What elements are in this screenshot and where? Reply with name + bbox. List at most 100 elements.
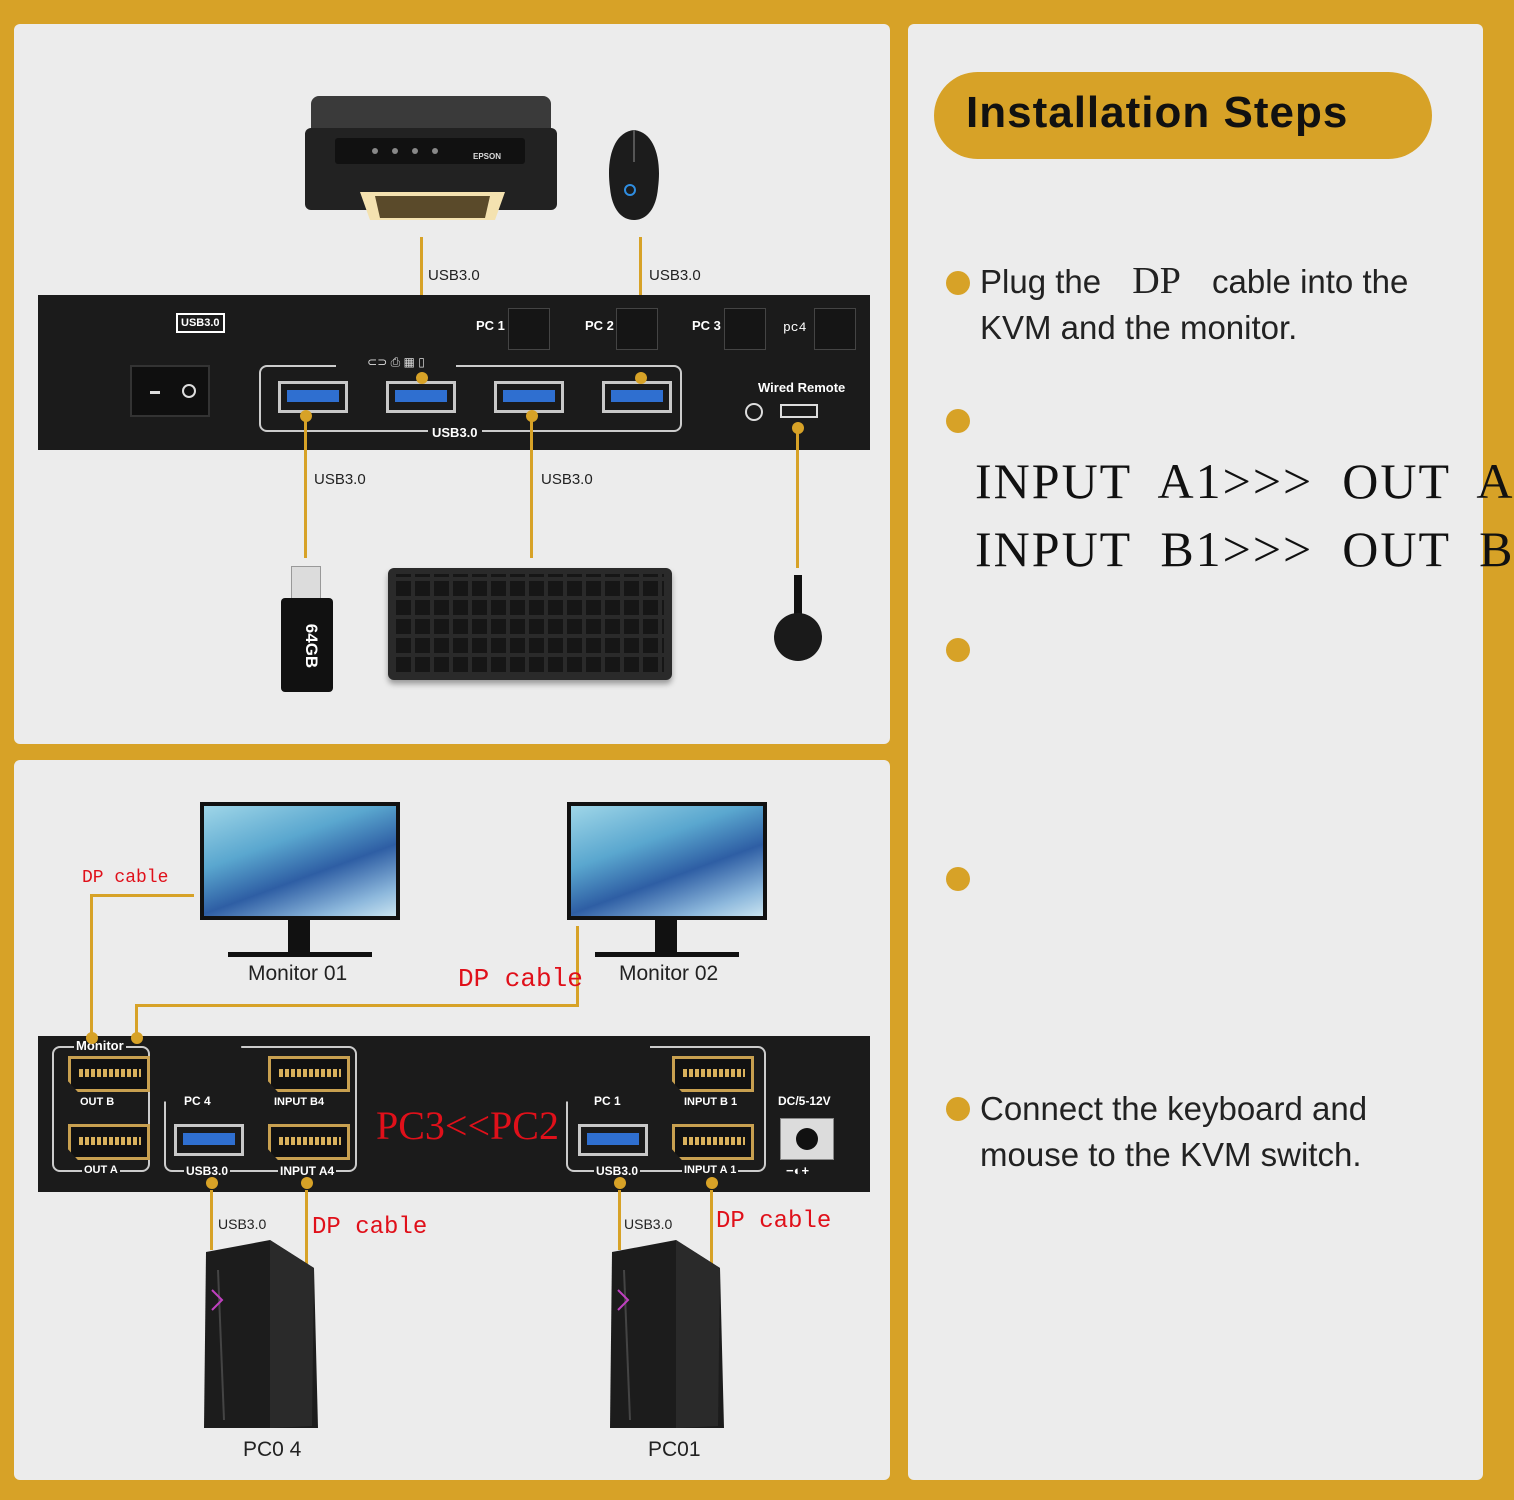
step-1-part-b: cable into the xyxy=(1212,263,1409,300)
pc1-usb-dot xyxy=(614,1177,626,1189)
pc1-label: PC 1 xyxy=(476,318,505,333)
pc3-select-button[interactable] xyxy=(724,308,766,350)
usb-stick-port-dot xyxy=(300,410,312,422)
monitor-02-label: Monitor 02 xyxy=(619,962,719,985)
pc4-label-rear: PC 4 xyxy=(184,1094,211,1108)
input-a1-port[interactable] xyxy=(672,1124,754,1160)
kvm-rear-device: Monitor OUT B OUT A PC 4 INPUT B4 USB3.0… xyxy=(38,1036,870,1192)
mouse-port-dot xyxy=(635,372,647,384)
usb-port-1[interactable] xyxy=(278,381,348,413)
step-2-bullet xyxy=(946,409,970,433)
usb-stick-body xyxy=(281,598,333,692)
step-1-bullet xyxy=(946,271,970,295)
wired-remote-image xyxy=(772,575,824,663)
remote-button xyxy=(774,613,822,661)
usb-cable-label-keyboard: USB3.0 xyxy=(541,471,593,488)
step-5-text: Connect the keyboard and mouse to the KV… xyxy=(980,1086,1460,1178)
pc4-usb-label-text: USB3.0 xyxy=(218,1216,267,1232)
pc2-select-button[interactable] xyxy=(616,308,658,350)
usb-stick-connector xyxy=(291,566,321,600)
usb-group-label: USB3.0 xyxy=(428,425,482,440)
pc1-label: PC01 xyxy=(648,1438,701,1461)
pc1-dp-dot xyxy=(706,1177,718,1189)
pc2-label: PC 2 xyxy=(585,318,614,333)
usb3-badge: USB3.0 xyxy=(176,313,225,333)
pc1-dp-cable xyxy=(710,1190,713,1266)
pc4-usb-cable xyxy=(210,1190,213,1250)
remote-port-dot xyxy=(792,422,804,434)
remote-cable xyxy=(796,432,799,568)
out-b-port[interactable] xyxy=(68,1056,150,1092)
out-b-label: OUT B xyxy=(80,1096,115,1108)
pc1-usb-label-text: USB3.0 xyxy=(624,1216,673,1232)
pc1-usb-cable xyxy=(618,1190,621,1250)
monitor-01-cable-h xyxy=(90,894,194,897)
step-1-dp: DP xyxy=(1132,260,1181,302)
input-b1-port[interactable] xyxy=(672,1056,754,1092)
pc1-tower-image xyxy=(606,1240,726,1432)
kvm-top-device: USB3.0 PC 1 PC 2 PC 3 pc4 ⊂⊃ ⎙ ▦ ▯ USB3.… xyxy=(38,295,870,450)
input-a4-port[interactable] xyxy=(268,1124,350,1160)
installation-steps-title-pill: Installation Steps xyxy=(934,72,1432,159)
pc3-label: PC 3 xyxy=(692,318,721,333)
dc-power-jack[interactable] xyxy=(780,1118,834,1160)
dp-cable-label-pc1: DP cable xyxy=(716,1208,832,1235)
out-b-dot xyxy=(86,1032,98,1044)
usb-stick-cable xyxy=(304,420,307,558)
pc4-label: PC0 4 xyxy=(243,1438,302,1461)
pc1-usb-label: USB3.0 xyxy=(594,1164,641,1178)
switch-on-mark-icon xyxy=(182,384,196,398)
pc4-usb-dot xyxy=(206,1177,218,1189)
keyboard-cable xyxy=(530,420,533,558)
dp-cable-label-monitor-02: DP cable xyxy=(458,964,583,994)
step-3-bullet xyxy=(946,638,970,662)
pc3-pc2-overlay-text: PC3<<PC2 xyxy=(376,1103,559,1148)
step-1-part-c: KVM and the monitor. xyxy=(980,309,1298,346)
monitor-01-image xyxy=(200,802,400,958)
pc4-tower-image xyxy=(200,1240,320,1432)
pc4-dp-dot xyxy=(301,1177,313,1189)
input-a1-label: INPUT A 1 xyxy=(682,1164,739,1176)
monitor-02-image xyxy=(567,802,767,958)
monitor-02-cable-v xyxy=(576,926,579,1006)
pc4-select-button[interactable] xyxy=(814,308,856,350)
out-a-port[interactable] xyxy=(68,1124,150,1160)
mapping-line-a: INPUT A1>>> OUT A xyxy=(975,453,1514,509)
pc1-usb-port[interactable] xyxy=(578,1124,648,1156)
out-a-label: OUT A xyxy=(82,1164,120,1176)
installation-steps-panel xyxy=(908,24,1483,1480)
input-b4-label: INPUT B4 xyxy=(274,1096,325,1108)
monitor-01-label: Monitor 01 xyxy=(248,962,348,985)
pc1-select-button[interactable] xyxy=(508,308,550,350)
remote-port[interactable] xyxy=(780,404,818,418)
switch-off-mark-icon xyxy=(150,391,160,394)
pc1-label-rear: PC 1 xyxy=(594,1094,621,1108)
usb-port-2[interactable] xyxy=(386,381,456,413)
out-a-dot xyxy=(131,1032,143,1044)
mouse-icon: ▯ xyxy=(418,355,425,369)
monitor-02-cable-h xyxy=(135,1004,579,1007)
step-1-text: Plug the DP cable into the KVM and the m… xyxy=(980,258,1460,351)
pc4-usb-port[interactable] xyxy=(174,1124,244,1156)
usb-port-4[interactable] xyxy=(602,381,672,413)
dp-cable-label-monitor-01: DP cable xyxy=(82,868,169,888)
input-b4-port[interactable] xyxy=(268,1056,350,1092)
mouse-image xyxy=(606,128,662,222)
dc-polarity-icon: −◐+ xyxy=(786,1163,810,1178)
step-4-bullet xyxy=(946,867,970,891)
printer-image: EPSON xyxy=(305,92,557,220)
usb-cable-label-mouse: USB3.0 xyxy=(649,267,701,284)
monitor-out-label: Monitor xyxy=(74,1038,126,1053)
pc4-usb-label: USB3.0 xyxy=(184,1164,231,1178)
printer-port-dot xyxy=(416,372,428,384)
installation-steps-title: Installation Steps xyxy=(966,88,1349,137)
power-switch[interactable] xyxy=(130,365,210,417)
usb-port-3[interactable] xyxy=(494,381,564,413)
cable-icon: ⊂⊃ xyxy=(367,355,388,369)
printer-icon: ⎙ xyxy=(390,355,401,369)
monitor-01-screen xyxy=(204,806,396,916)
pc4-label: pc4 xyxy=(783,320,807,335)
step-1-part-a: Plug the xyxy=(980,263,1102,300)
step-5-part-b: mouse to the KVM switch. xyxy=(980,1136,1362,1173)
mapping-line-b: INPUT B1>>> OUT B xyxy=(975,521,1514,577)
